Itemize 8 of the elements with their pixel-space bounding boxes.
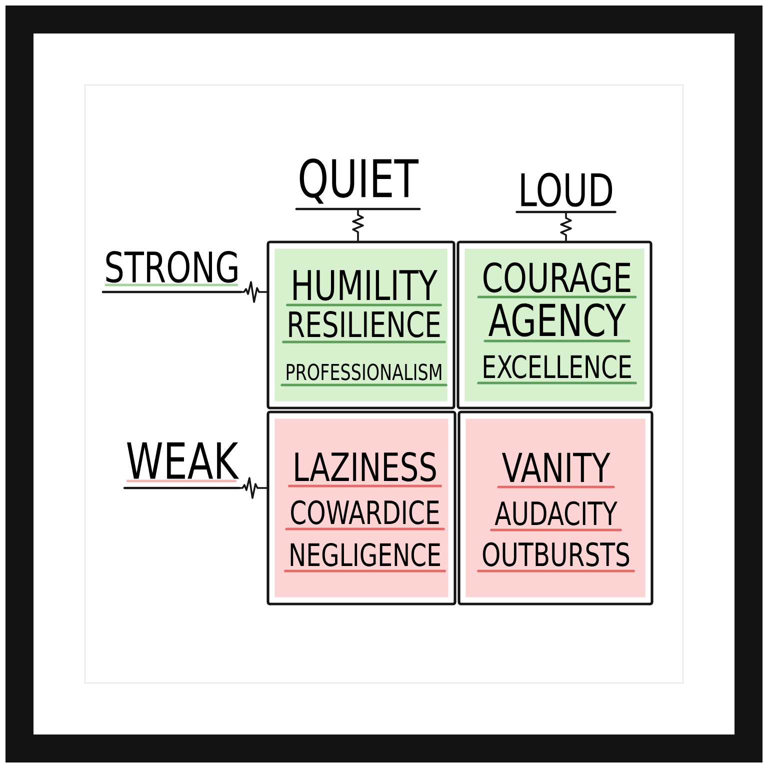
heading-label: STRONG <box>106 251 238 283</box>
quadrant-box: LAZINESS COWARDICE NEGLIGENCE <box>266 410 456 606</box>
quadrant-box: VANITY AUDACITY OUTBURSTS <box>458 410 654 606</box>
heading-label: QUIET <box>300 158 419 204</box>
quadrant-box: COURAGE AGENCY EXCELLENCE <box>456 240 652 410</box>
quadrant-box: HUMILITY RESILIENCE PROFESSIONALISM <box>266 240 456 410</box>
heading-label: WEAK <box>127 442 240 479</box>
heading-label: LOUD <box>521 172 612 207</box>
